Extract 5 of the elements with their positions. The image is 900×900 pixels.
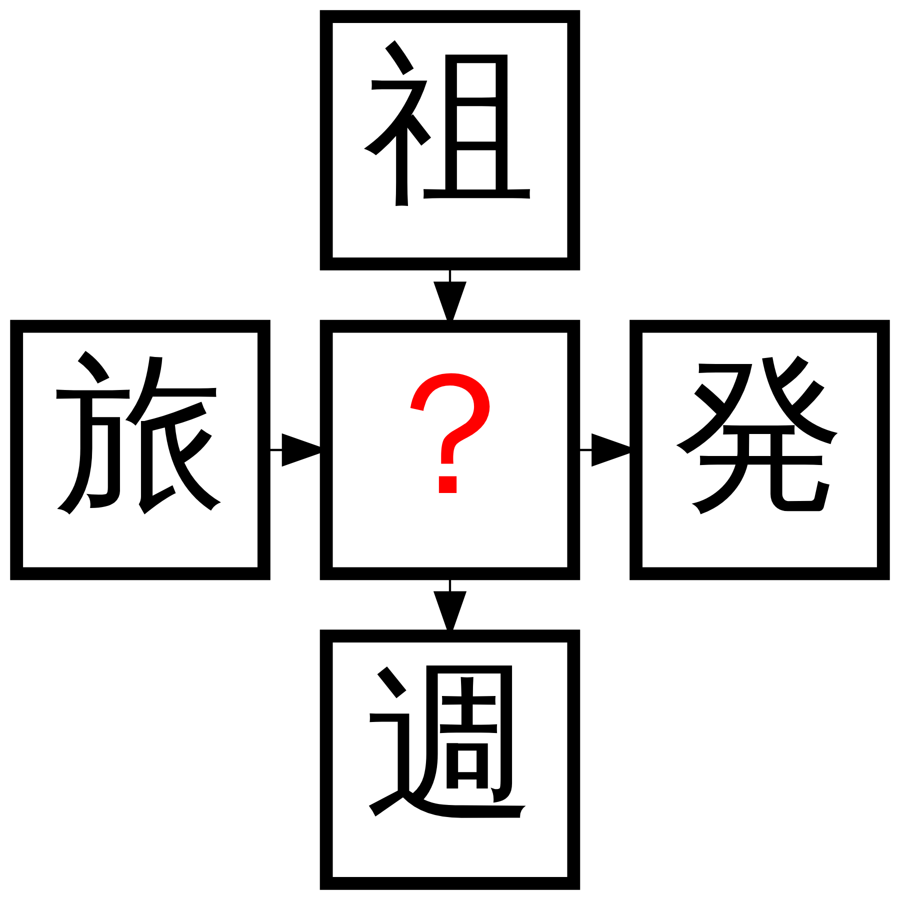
node-box: ？ <box>320 320 580 580</box>
node-box: 週 <box>320 630 580 890</box>
node-box: 旅 <box>10 320 270 580</box>
node-box: 発 <box>630 320 890 580</box>
node-box: 祖 <box>320 10 580 270</box>
